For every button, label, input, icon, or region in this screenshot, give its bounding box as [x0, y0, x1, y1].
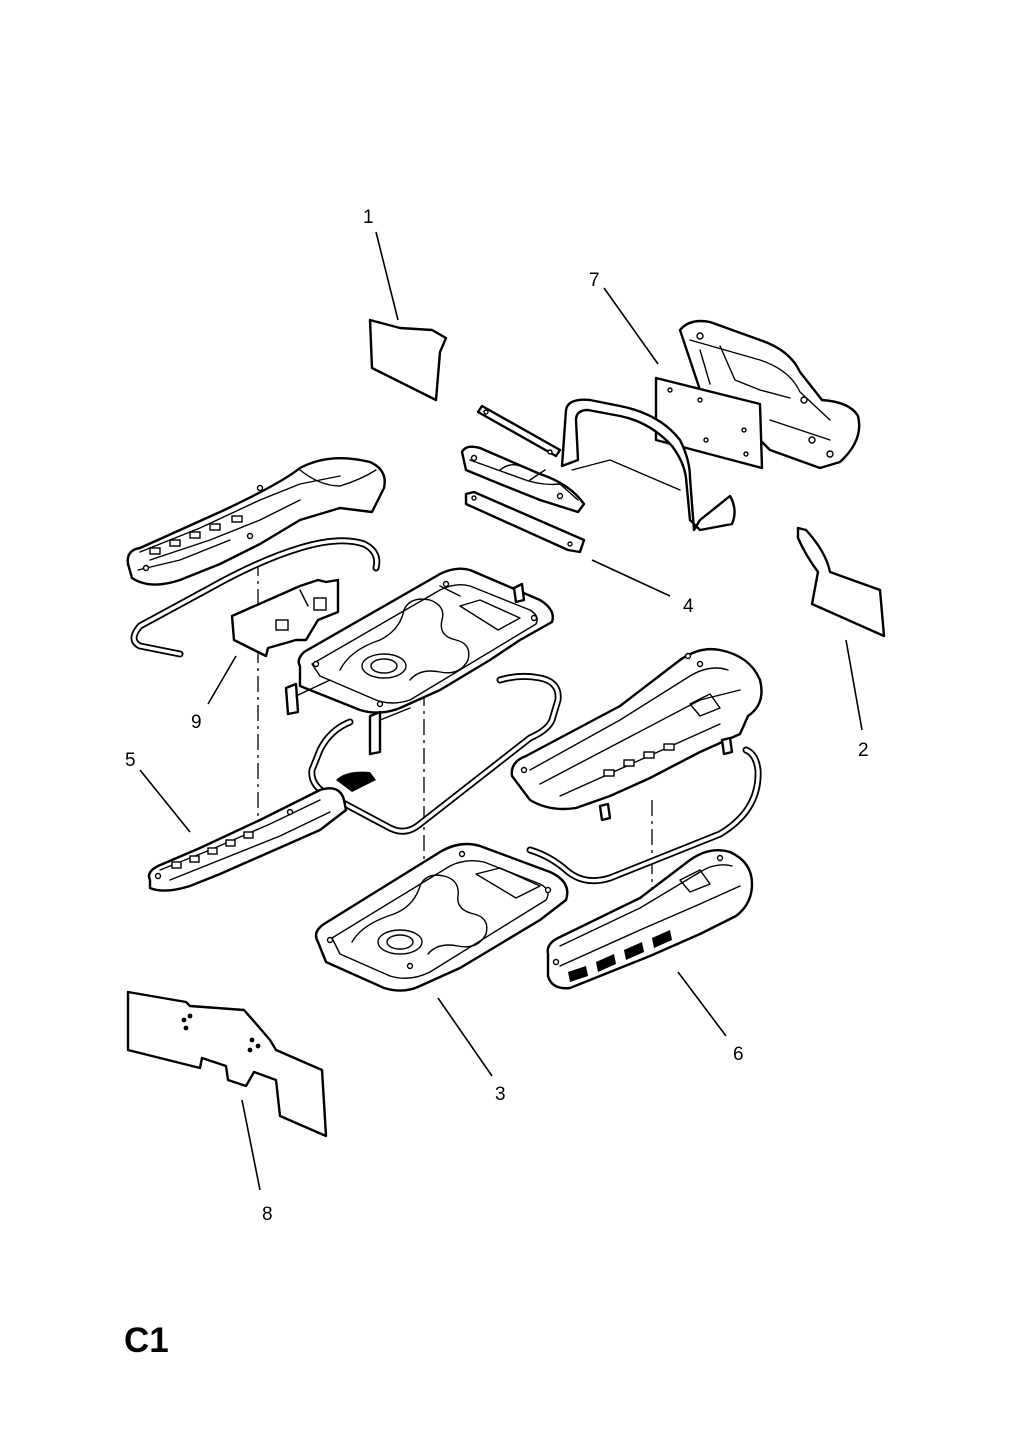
part-3-floor-pan	[314, 842, 569, 992]
part-4-crossmember	[460, 445, 586, 554]
section-code: C1	[124, 1321, 169, 1360]
part-8-pad	[126, 990, 328, 1138]
part-1-pad	[368, 318, 448, 402]
leader-5	[139, 769, 191, 833]
callout-8: 8	[262, 1204, 273, 1225]
callout-labels: 1 2 3 4 5 6 7 8 9	[125, 207, 869, 1225]
leader-8	[241, 1099, 261, 1191]
rectangular-tube-frame	[308, 672, 562, 835]
callout-3: 3	[495, 1084, 506, 1105]
part-5-sill	[147, 787, 348, 892]
leader-7	[603, 287, 659, 365]
leader-4	[591, 559, 671, 597]
leader-lines	[139, 231, 863, 1191]
callout-6: 6	[733, 1044, 744, 1065]
leader-1	[375, 231, 399, 321]
part-9-bracket	[230, 578, 340, 658]
leader-3	[437, 997, 493, 1077]
part-2-pad	[796, 526, 886, 638]
callout-5: 5	[125, 750, 136, 771]
upper-floor-pan	[284, 567, 554, 756]
leader-9	[207, 655, 237, 705]
callout-4: 4	[683, 596, 694, 617]
right-upper-member	[510, 647, 763, 885]
callout-7: 7	[589, 270, 600, 291]
callout-2: 2	[858, 740, 869, 761]
callout-9: 9	[191, 712, 202, 733]
callout-1: 1	[363, 207, 374, 228]
part-6-member	[546, 849, 754, 990]
left-upper-member	[126, 457, 386, 658]
leader-2	[845, 639, 863, 731]
leader-6	[677, 971, 727, 1037]
part-7-rear-assembly	[476, 319, 861, 532]
